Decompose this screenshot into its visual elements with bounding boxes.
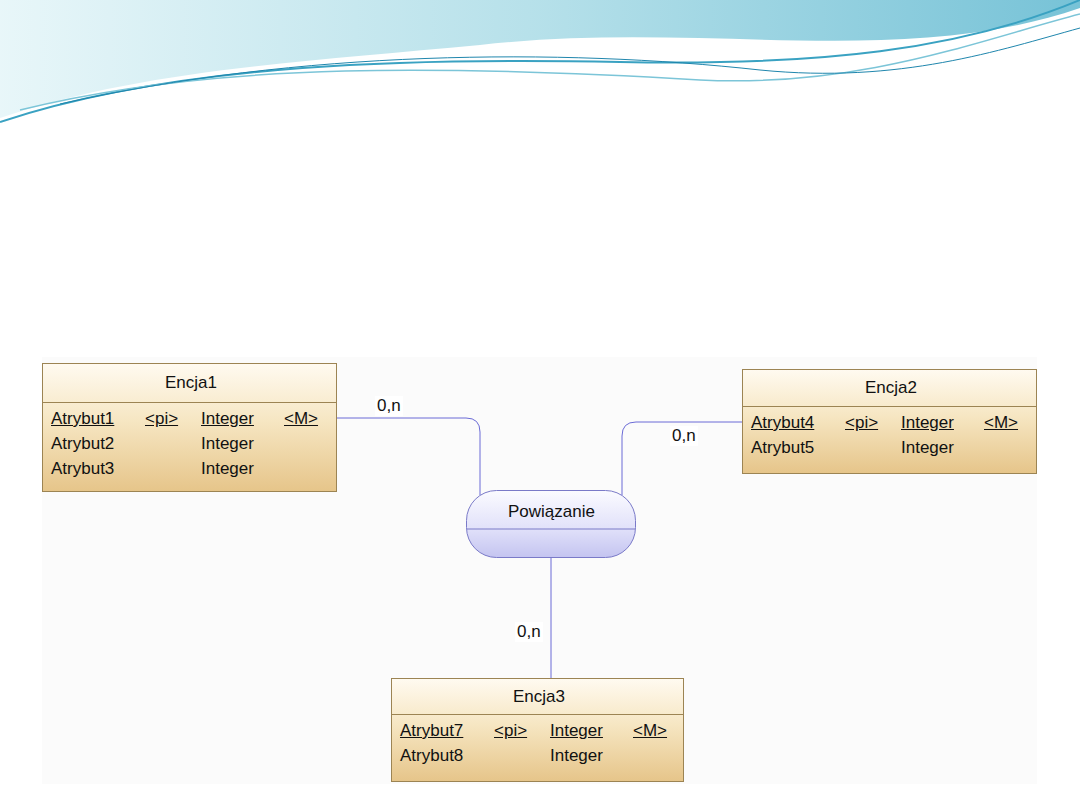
attribute-cell: <pi>	[845, 413, 878, 433]
attribute-cell: <M>	[284, 409, 318, 429]
cardinality-label: 0,n	[375, 396, 403, 416]
attribute-cell: Integer	[550, 746, 603, 766]
pill-outline	[466, 490, 636, 558]
entity-name: Encja3	[513, 687, 565, 707]
attribute-cell: Atrybut7	[400, 721, 463, 741]
attribute-cell: <pi>	[494, 721, 527, 741]
attribute-cell: Atrybut3	[51, 459, 114, 479]
entity-name: Encja2	[865, 378, 917, 398]
attribute-cell: Atrybut2	[51, 434, 114, 454]
attribute-cell: Integer	[201, 434, 254, 454]
cardinality-label: 0,n	[515, 622, 543, 642]
attribute-cell: <pi>	[145, 409, 178, 429]
attribute-cell: <M>	[633, 721, 667, 741]
attribute-cell: Atrybut1	[51, 409, 114, 429]
diagram-ground	[42, 357, 1037, 784]
attribute-cell: Integer	[550, 721, 603, 741]
wave-line	[60, 28, 1080, 104]
entity-name: Encja1	[165, 373, 217, 393]
wave-line	[20, 14, 1080, 110]
attribute-cell: Integer	[201, 409, 254, 429]
pill-divider	[467, 529, 635, 530]
attribute-cell: Integer	[201, 459, 254, 479]
pill-shape	[467, 491, 636, 558]
attribute-cell: Atrybut8	[400, 746, 463, 766]
entity-box: Encja2Atrybut4 <pi> Integer <M> Atrybut5 Inte…	[742, 369, 1037, 474]
wave-line	[0, 0, 1080, 122]
attribute-cell: <M>	[984, 413, 1018, 433]
relationship-line	[622, 422, 742, 495]
attribute-cell: Atrybut4	[751, 413, 814, 433]
cardinality-label: 0,n	[670, 426, 698, 446]
attribute-cell: Integer	[901, 438, 954, 458]
attribute-cell: Integer	[901, 413, 954, 433]
relationship-line	[337, 418, 480, 495]
entity-box: Encja3Atrybut7 <pi> Integer <M> Atrybut8 Inte…	[391, 678, 684, 782]
attribute-cell: Atrybut5	[751, 438, 814, 458]
relationship-name: Powiązanie	[508, 502, 595, 522]
header-wave	[0, 0, 1080, 118]
relationship-pill: Powiązanie	[466, 490, 636, 558]
relationship-line	[551, 558, 552, 678]
entity-box: Encja1Atrybut1<pi>Integer<M>Atrybut2Inte…	[42, 363, 337, 492]
